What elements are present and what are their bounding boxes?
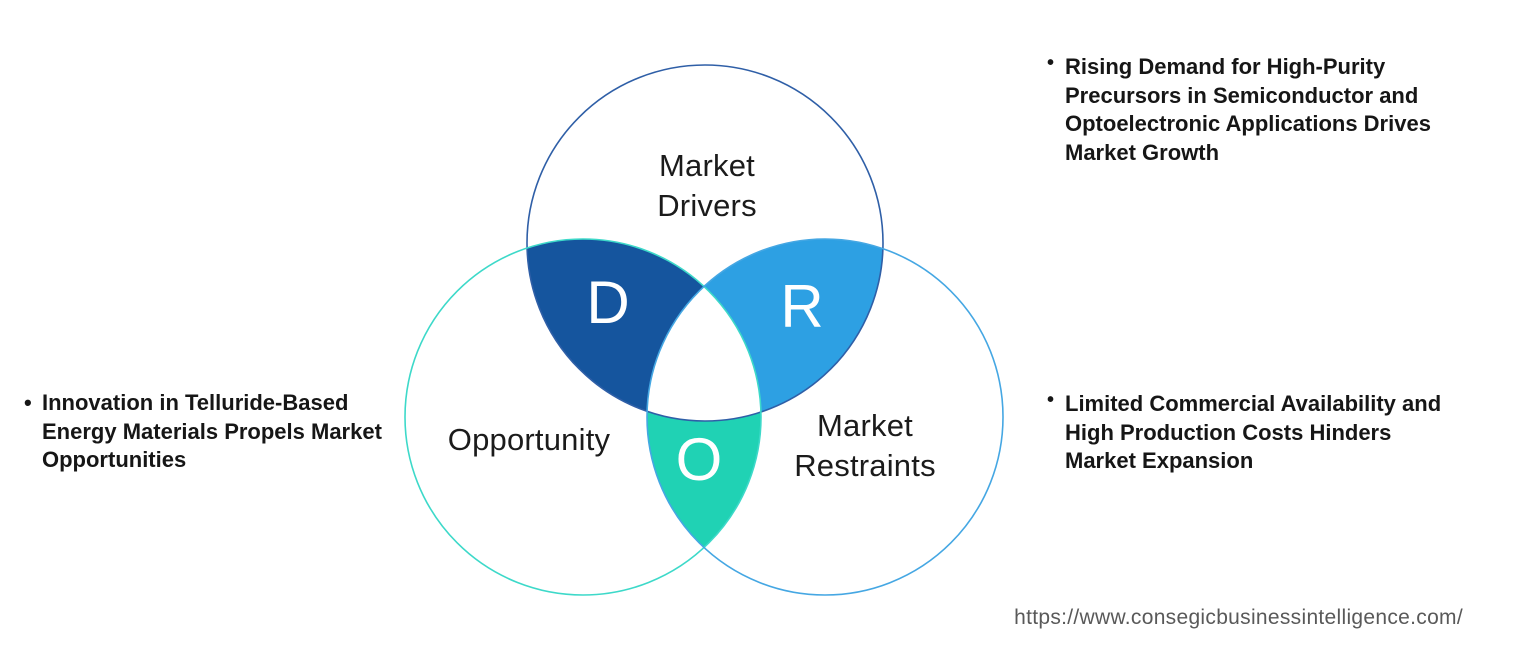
restraints-annotation: • Limited Commercial Availability and Hi… (1047, 389, 1451, 476)
restraints-annotation-text: Limited Commercial Availability and High… (1065, 391, 1442, 473)
drivers-annotation: • Rising Demand for High-Purity Precurso… (1047, 52, 1451, 167)
opportunity-annotation: • Innovation in Telluride-Based Energy M… (24, 389, 406, 475)
drivers-circle-outline (526, 64, 884, 422)
bullet-dot-icon: • (1047, 389, 1055, 411)
letter-o-opportunity: O (675, 426, 723, 493)
opportunity-annotation-text: Innovation in Telluride-Based Energy Mat… (42, 390, 382, 472)
opportunity-circle-outline (404, 238, 762, 596)
opportunity-circle-label: Opportunity (447, 422, 611, 457)
bullet-dot-icon: • (1047, 52, 1055, 74)
bullet-dot-icon: • (24, 390, 32, 415)
letter-r-restraints: R (780, 273, 824, 340)
letter-d-drivers: D (586, 269, 630, 336)
drivers-circle-label: Market Drivers (657, 148, 757, 223)
center-triple-intersection (647, 239, 761, 421)
drivers-annotation-text: Rising Demand for High-Purity Precursors… (1065, 54, 1431, 165)
source-url: https://www.consegicbusinessintelligence… (1014, 606, 1463, 629)
restraints-circle-outline (646, 238, 1004, 596)
restraints-circle-label: Market Restraints (794, 408, 936, 483)
